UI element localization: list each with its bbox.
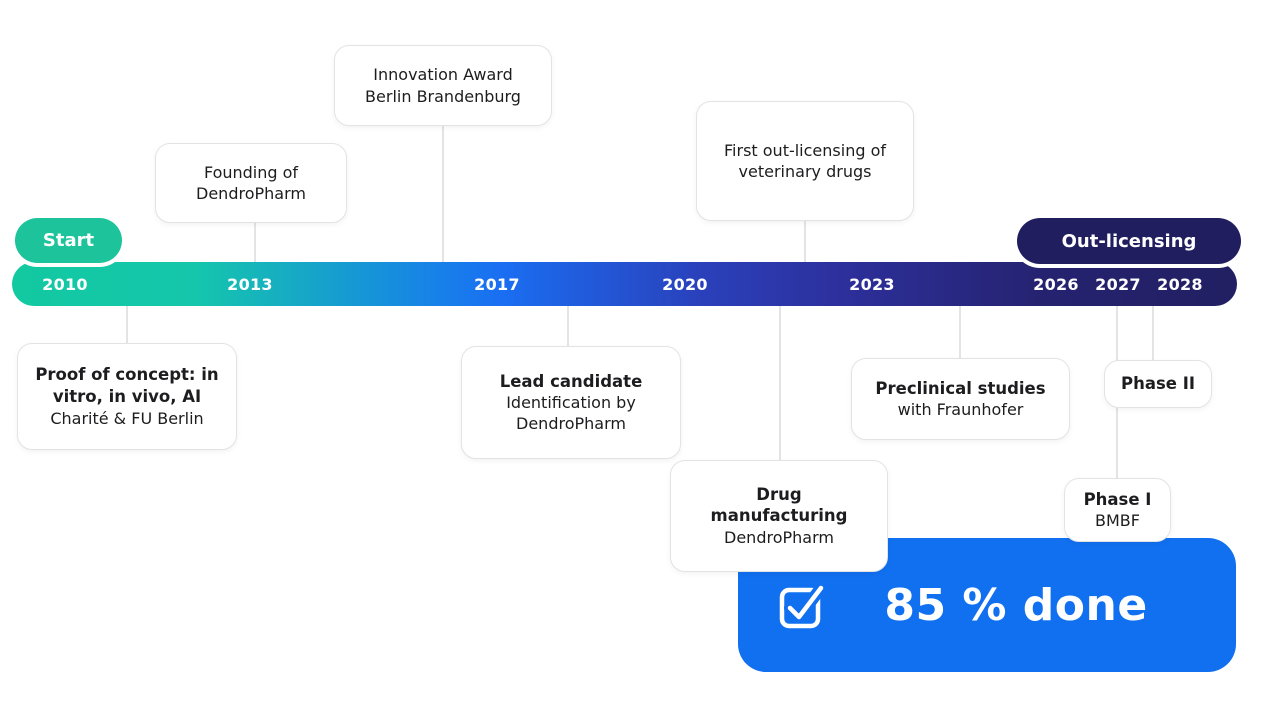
- connector-2010-proof: [126, 306, 128, 343]
- callout-founding: Founding of DendroPharm: [155, 143, 347, 223]
- progress-label: 85 % done: [884, 579, 1148, 631]
- callout-drug-manufacturing-subtitle: DendroPharm: [724, 528, 834, 548]
- year-2020: 2020: [662, 274, 708, 294]
- callout-first-out-licensing: First out-licensing of veterinary drugs: [696, 101, 914, 221]
- out-licensing-pill: Out-licensing: [1017, 218, 1241, 264]
- year-2028: 2028: [1157, 274, 1203, 294]
- callout-founding-text: Founding of DendroPharm: [196, 162, 306, 203]
- callout-lead-candidate-subtitle: Identification by DendroPharm: [506, 393, 636, 434]
- callout-phase-1: Phase I BMBF: [1064, 478, 1171, 542]
- callout-innovation-award: Innovation Award Berlin Brandenburg: [334, 45, 552, 126]
- year-2026: 2026: [1033, 274, 1079, 294]
- connector-2013-founding: [254, 223, 256, 262]
- callout-phase-1-title: Phase I: [1083, 489, 1152, 509]
- callout-proof-of-concept: Proof of concept: in vitro, in vivo, AI …: [17, 343, 237, 450]
- callout-preclinical-studies: Preclinical studies with Fraunhofer: [851, 358, 1070, 440]
- year-2023: 2023: [849, 274, 895, 294]
- timeline-bar: 2010 2013 2017 2020 2023 2026 2027 2028: [12, 262, 1237, 306]
- callout-phase-2-title: Phase II: [1120, 374, 1195, 394]
- year-2017: 2017: [474, 274, 520, 294]
- callout-drug-manufacturing-title: Drug manufacturing: [710, 484, 848, 526]
- callout-lead-candidate: Lead candidate Identification by DendroP…: [461, 346, 681, 459]
- year-2013: 2013: [227, 274, 273, 294]
- callout-drug-manufacturing: Drug manufacturing DendroPharm: [670, 460, 888, 572]
- checkbox-checked-icon: [779, 582, 826, 629]
- year-2010: 2010: [42, 274, 88, 294]
- connector-2023-firstout: [804, 221, 806, 262]
- start-pill: Start: [15, 218, 122, 263]
- callout-phase-2: Phase II: [1104, 360, 1212, 408]
- connector-2020-drug: [779, 306, 781, 460]
- callout-first-out-licensing-text: First out-licensing of veterinary drugs: [724, 140, 886, 181]
- connector-2023-preclinical: [959, 306, 961, 358]
- callout-lead-candidate-title: Lead candidate: [499, 371, 643, 391]
- callout-innovation-award-text: Innovation Award Berlin Brandenburg: [365, 65, 521, 106]
- connector-2017-innovation: [442, 125, 444, 262]
- callout-proof-of-concept-subtitle: Charité & FU Berlin: [50, 408, 204, 428]
- year-2027: 2027: [1095, 274, 1141, 294]
- callout-phase-1-subtitle: BMBF: [1095, 511, 1140, 531]
- callout-preclinical-studies-subtitle: with Fraunhofer: [897, 400, 1024, 420]
- callout-proof-of-concept-title: Proof of concept: in vitro, in vivo, AI: [35, 365, 219, 406]
- callout-preclinical-studies-title: Preclinical studies: [875, 378, 1046, 398]
- connector-2028-phase2: [1152, 306, 1154, 360]
- connector-2017-lead: [567, 306, 569, 346]
